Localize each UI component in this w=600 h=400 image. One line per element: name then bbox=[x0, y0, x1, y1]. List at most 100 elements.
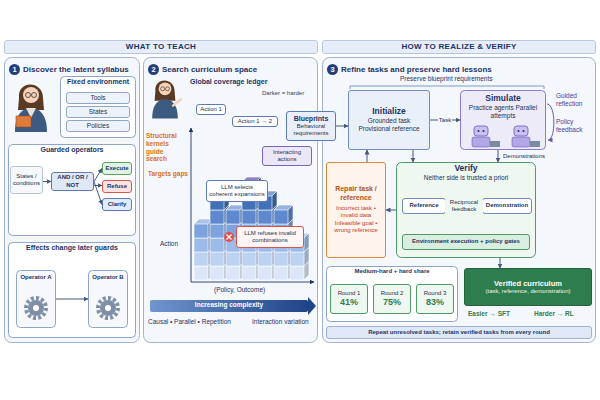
item-box: Reference bbox=[402, 198, 446, 214]
text-label: Structural kernels guide search bbox=[146, 132, 186, 163]
node-fill bbox=[9, 243, 136, 338]
axis-line bbox=[191, 128, 192, 282]
step-number: 1 bbox=[9, 64, 20, 75]
item-box: Demonstration bbox=[482, 198, 532, 214]
item-box: Tools bbox=[66, 92, 130, 104]
teacher-figure bbox=[155, 80, 176, 100]
robot-icon bbox=[472, 126, 540, 147]
node-text: Incorrect task • invalid data Infeasible… bbox=[329, 205, 383, 235]
node-title: Verify bbox=[399, 164, 533, 174]
teacher-figure bbox=[161, 87, 165, 91]
node-title: WHAT TO TEACH bbox=[5, 41, 317, 53]
operator-box: Operator A bbox=[16, 270, 56, 328]
text-label: Preserve blueprint requirements bbox=[400, 75, 493, 83]
reflection-loop bbox=[547, 104, 554, 140]
node-title: Guarded operators bbox=[11, 146, 133, 154]
result-box: Verified curriculum(task, reference, dem… bbox=[464, 268, 592, 306]
item-box: States bbox=[66, 106, 130, 118]
connector bbox=[94, 182, 102, 205]
section-header: HOW TO REALIZE & VERIFY bbox=[322, 40, 596, 54]
node-title: Medium-hard + hard share bbox=[329, 268, 455, 275]
node-fill bbox=[89, 271, 128, 328]
round-box: Round 383% bbox=[416, 284, 454, 314]
teacher-figure bbox=[32, 93, 37, 98]
text-label: Action bbox=[160, 240, 178, 248]
gear-icon bbox=[28, 300, 44, 316]
node-title: States / conditions bbox=[13, 173, 40, 187]
robot-icon bbox=[477, 130, 479, 132]
connector bbox=[336, 126, 348, 127]
text-label: Targets gaps bbox=[148, 170, 188, 178]
refuse-mark bbox=[227, 235, 232, 240]
node-title: Environment execution + policy gates bbox=[405, 238, 527, 245]
node-title: LLM refuses invalid combinations bbox=[239, 230, 301, 244]
node-title: Fixed environment bbox=[63, 78, 133, 86]
outcome-box: Clarify bbox=[102, 198, 132, 211]
node-text: Neither side is trusted a priori bbox=[399, 174, 533, 182]
robot-icon bbox=[514, 126, 528, 136]
axis-line bbox=[191, 128, 314, 282]
edge-label: Reciprocal feedback bbox=[445, 199, 483, 213]
node-text: Grounded task bbox=[351, 117, 427, 125]
text-label: (Policy, Outcome) bbox=[214, 286, 265, 294]
node-title: Repair task / reference bbox=[329, 185, 383, 201]
process-box: SimulatePractice agents Parallel attempt… bbox=[460, 90, 546, 150]
robot-icon bbox=[472, 137, 490, 147]
node-title: Policies bbox=[69, 122, 127, 130]
text-label: Causal • Parallel • Repetition bbox=[148, 318, 231, 326]
teacher-figure bbox=[26, 93, 31, 98]
group-box: Guarded operatorsStates / conditions AND … bbox=[8, 144, 136, 236]
node-fill bbox=[5, 58, 140, 343]
footer-bar: Repeat unresolved tasks; retain verified… bbox=[326, 326, 592, 339]
condition-box: States / conditions bbox=[10, 166, 43, 194]
node-text: 41% bbox=[333, 298, 365, 308]
robot-icon bbox=[522, 130, 524, 132]
connector bbox=[386, 210, 396, 211]
node-fill bbox=[144, 58, 318, 343]
teacher-figure bbox=[152, 99, 178, 118]
robot-icon bbox=[490, 141, 500, 147]
teacher-figure bbox=[165, 87, 169, 91]
node-title: Initialize bbox=[351, 107, 427, 117]
text-label: Guided reflection bbox=[556, 92, 594, 108]
connector bbox=[413, 150, 414, 162]
section-header: WHAT TO TEACH bbox=[4, 40, 318, 54]
teacher-figure bbox=[159, 82, 172, 95]
outcome-box: Refuse bbox=[102, 180, 132, 193]
teacher-figure bbox=[173, 99, 181, 105]
requirement-bracket bbox=[350, 86, 544, 89]
step-number: 2 bbox=[148, 64, 159, 75]
node-text: (task, reference, demonstration) bbox=[467, 288, 589, 295]
node-fill bbox=[17, 271, 56, 328]
text-label: Darker = harder bbox=[262, 90, 304, 97]
node-title: Operator A bbox=[19, 274, 53, 281]
node-text: Provisional reference bbox=[351, 125, 427, 133]
node-title: Repeat unresolved tasks; retain verified… bbox=[329, 329, 589, 336]
gate-bar: Environment execution + policy gates bbox=[402, 234, 530, 250]
robot-icon bbox=[530, 141, 540, 147]
gear-icon bbox=[100, 300, 116, 316]
node-title: Tools bbox=[69, 94, 127, 102]
teacher-figure bbox=[23, 87, 39, 103]
robot-icon bbox=[474, 126, 488, 136]
node-fill bbox=[461, 91, 546, 150]
logic-box: AND / OR / NOT bbox=[51, 172, 94, 191]
node-title: Refuse bbox=[105, 183, 129, 190]
node-title: Round 2 bbox=[376, 290, 408, 297]
node-title: Action 1 → 2 bbox=[235, 118, 275, 125]
connector bbox=[498, 150, 499, 162]
group-box: Medium-hard + hard shareRound 141% Round … bbox=[326, 266, 458, 322]
text-label: Interaction variation bbox=[252, 318, 309, 326]
outcome-box: Execute bbox=[102, 162, 132, 175]
text-label: Harder → RL bbox=[534, 310, 574, 318]
operator-box: Operator B bbox=[88, 270, 128, 328]
node-title: States bbox=[69, 108, 127, 116]
node-title: Round 1 bbox=[333, 290, 365, 297]
node-text: Discover the latent syllabus bbox=[23, 65, 129, 74]
connector bbox=[367, 150, 368, 162]
text-label: Global coverage ledger bbox=[190, 78, 267, 86]
callout-box: LLM selects coherent expansions bbox=[206, 180, 268, 202]
node-fill bbox=[397, 163, 536, 258]
connector bbox=[56, 299, 88, 300]
node-text: Refine tasks and preserve hard lessons bbox=[341, 65, 492, 74]
